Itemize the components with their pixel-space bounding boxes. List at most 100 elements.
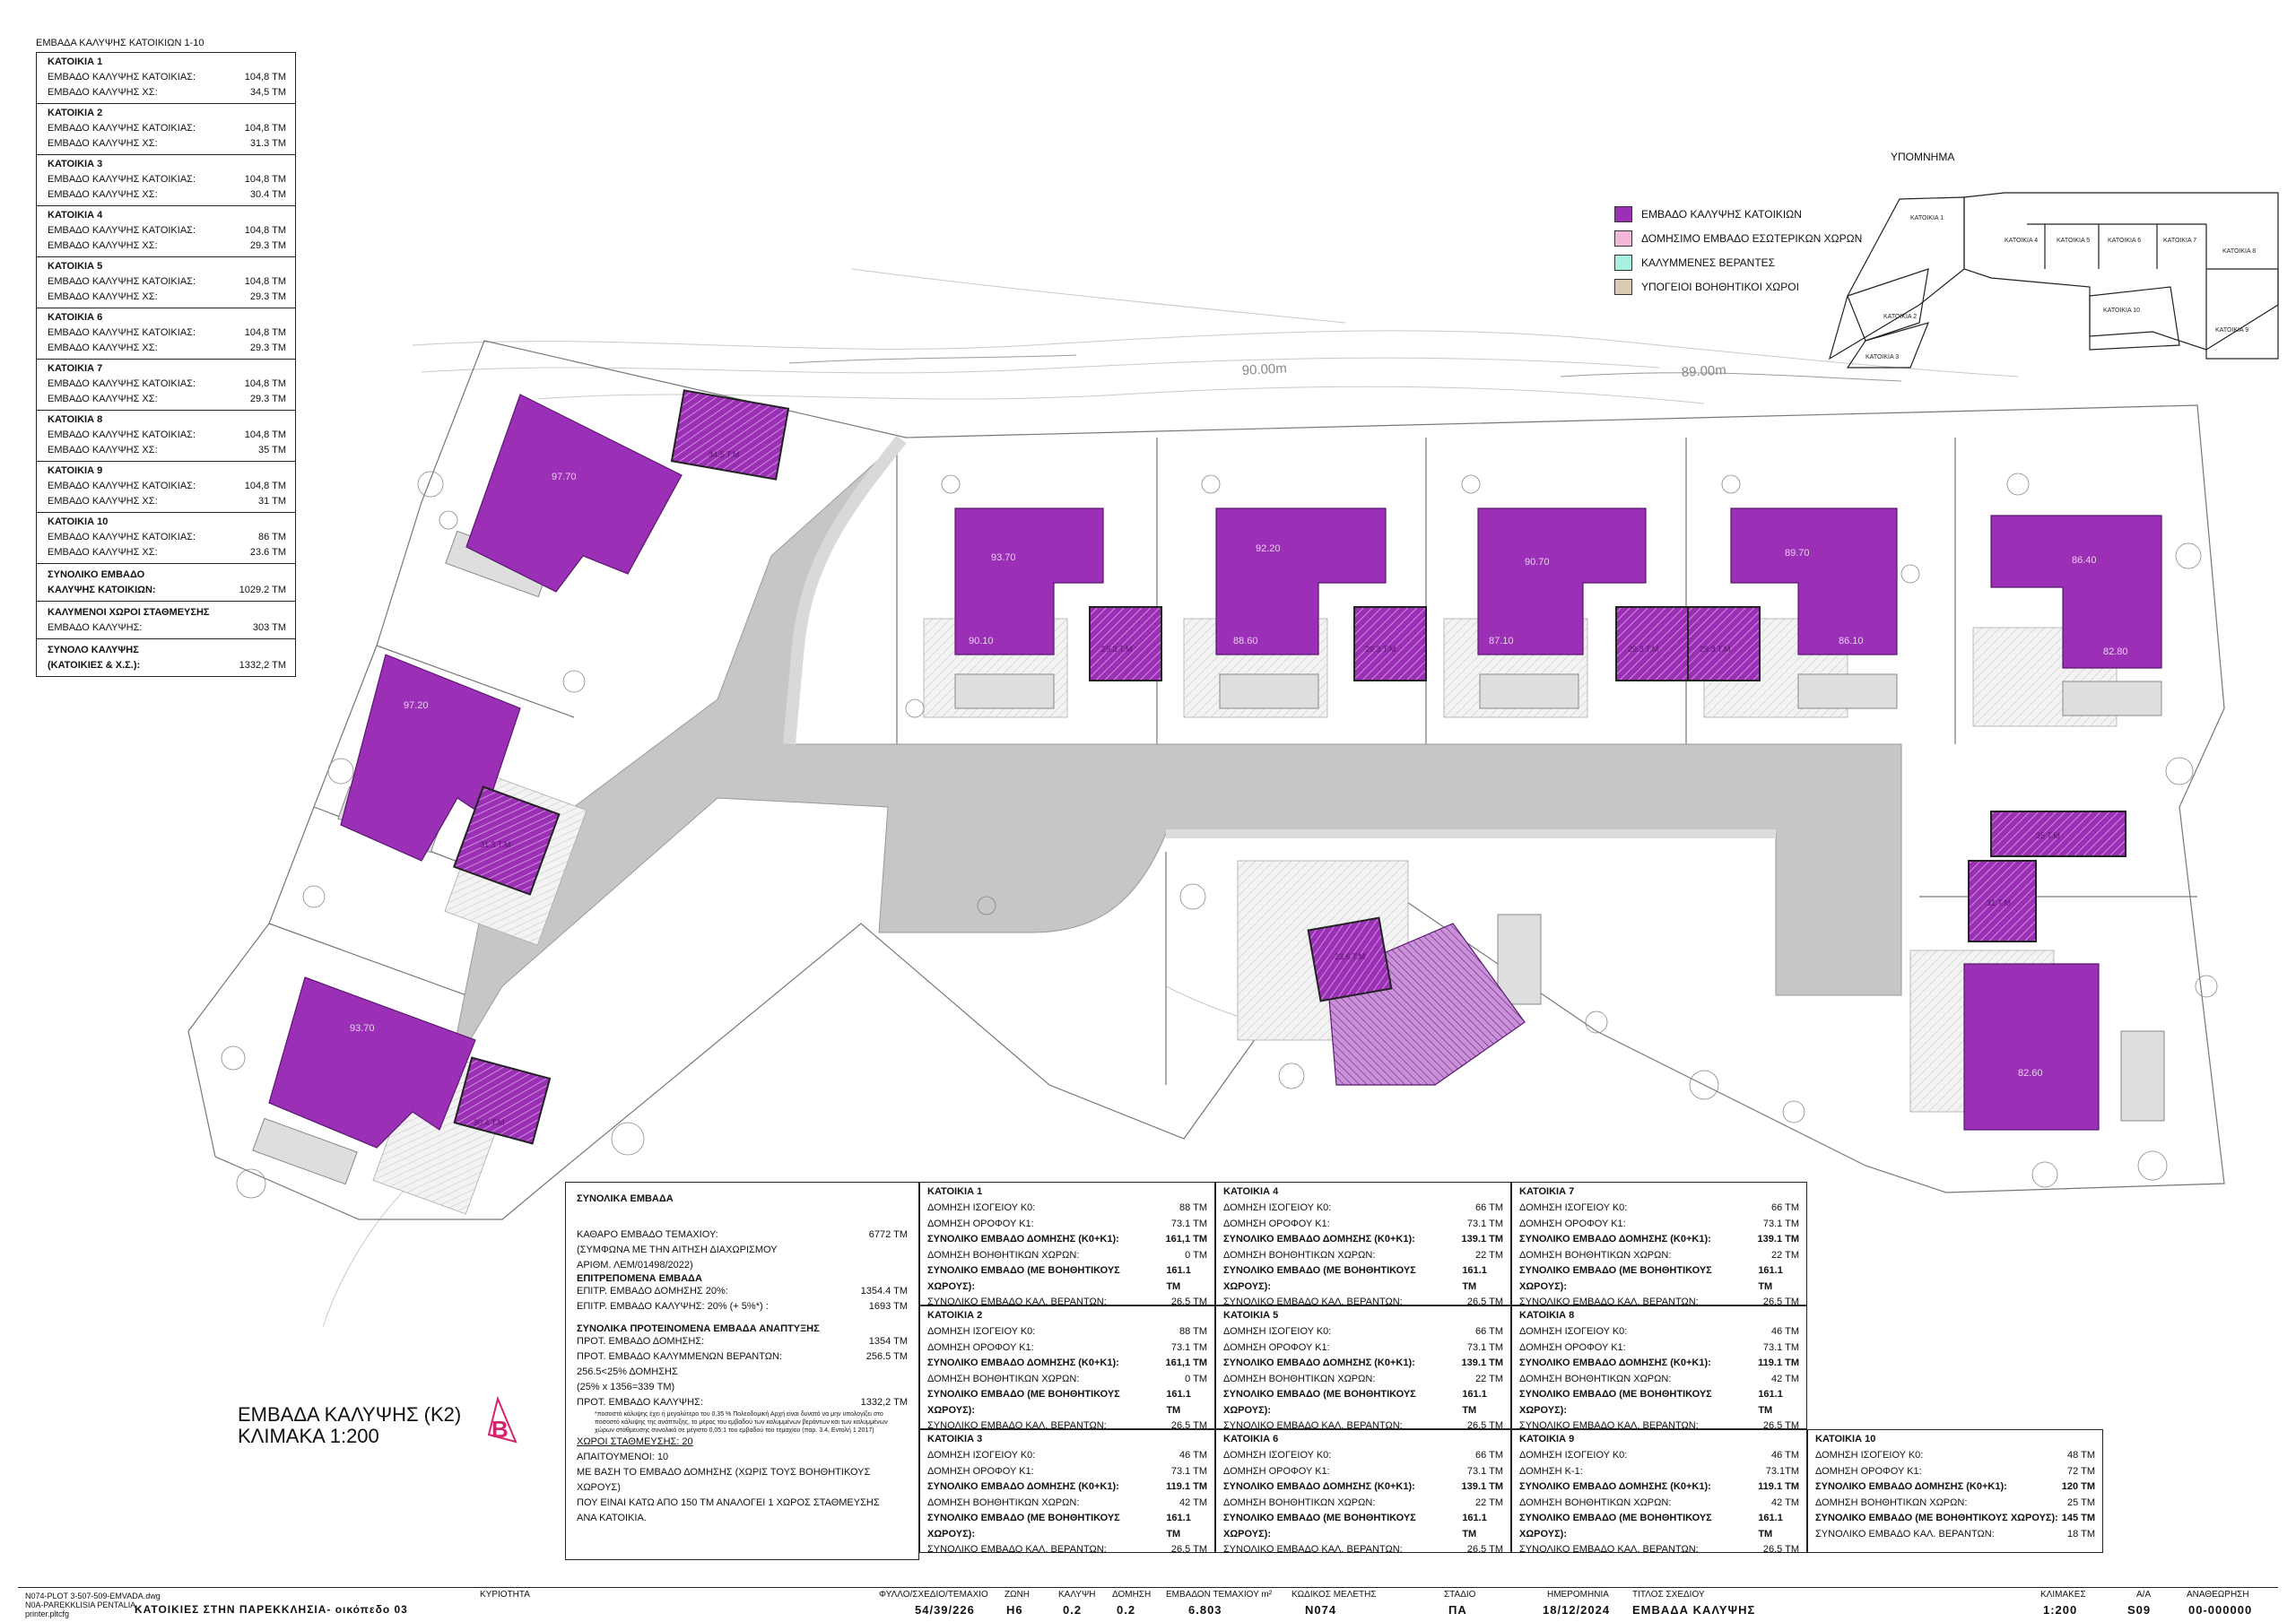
drawing-name: ΕΜΒΑΔΑ ΚΑΛΥΨΗΣ: [1632, 1603, 1756, 1617]
house-table-row: ΔΟΜΗΣΗ ΟΡΟΦΟΥ Κ1:73.1 ΤΜ: [1223, 1465, 1503, 1477]
house-table-row: ΣΥΝΟΛΙΚΟ ΕΜΒΑΔΟ (ΜΕ ΒΟΗΘΗΤΙΚΟΥΣ ΧΩΡΟΥΣ):…: [1223, 1513, 1487, 1540]
house-table: ΚΑΤΟΙΚΙΑ 8 ΔΟΜΗΣΗ ΙΣΟΓΕΙΟΥ Κ0:46 ΤΜ ΔΟΜΗΣΗ…: [1511, 1305, 1807, 1431]
svg-text:23.6 T.M: 23.6 T.M: [1335, 952, 1365, 961]
house-table-row: ΣΥΝΟΛΙΚΟ ΕΜΒΑΔΟ (ΜΕ ΒΟΗΘΗΤΙΚΟΥΣ ΧΩΡΟΥΣ):…: [927, 1389, 1191, 1416]
house-table-row: ΔΟΜΗΣΗ ΟΡΟΦΟΥ Κ1:73.1 ΤΜ: [927, 1341, 1207, 1353]
coverage-block: ΚΑΤΟΙΚΙΑ 10 ΕΜΒΑΔΟ ΚΑΛΥΨΗΣ ΚΑΤΟΙΚΙΑΣ:86 …: [37, 513, 295, 564]
house-table-row: ΔΟΜΗΣΗ ΒΟΗΘΗΤΙΚΩΝ ΧΩΡΩΝ:42 ΤΜ: [1519, 1496, 1799, 1508]
house-table-row: ΣΥΝΟΛΙΚΟ ΕΜΒΑΔΟ ΚΑΛ. ΒΕΡΑΝΤΩΝ:26.5 ΤΜ: [1519, 1544, 1799, 1555]
house-table-title: ΚΑΤΟΙΚΙΑ 9: [1519, 1434, 1575, 1444]
aux-2: [453, 785, 561, 896]
house-table-row: ΣΥΝΟΛΙΚΟ ΕΜΒΑΔΟ ΚΑΛ. ΒΕΡΑΝΤΩΝ:18 ΤΜ: [1815, 1528, 2095, 1540]
svg-text:B: B: [491, 1416, 509, 1443]
house-table-title: ΚΑΤΟΙΚΙΑ 2: [927, 1310, 983, 1321]
house-table-row: ΣΥΝΟΛΙΚΟ ΕΜΒΑΔΟ (ΜΕ ΒΟΗΘΗΤΙΚΟΥΣ ΧΩΡΟΥΣ):…: [1519, 1389, 1783, 1416]
coverage-house-name: ΚΑΤΟΙΚΙΑ 8: [48, 414, 103, 425]
level-label-9: 82.60: [2018, 1068, 2043, 1079]
svg-text:ΚΑΤΟΙΚΙΑ 2: ΚΑΤΟΙΚΙΑ 2: [1883, 314, 1917, 320]
house-table-row: ΔΟΜΗΣΗ Κ-1:73.1ΤΜ: [1519, 1465, 1799, 1477]
aux-7: [1687, 606, 1761, 681]
svg-text:34.5 T.M: 34.5 T.M: [709, 450, 739, 459]
revision: 00-000000: [2188, 1603, 2253, 1617]
house-table-row: ΔΟΜΗΣΗ ΟΡΟΦΟΥ Κ1:73.1 ΤΜ: [1519, 1218, 1799, 1229]
legend-item: ΚΑΛΥΜΜΕΝΕΣ ΒΕΡΑΝΤΕΣ: [1614, 250, 1862, 274]
coverage-parking: ΚΑΛΥΜΕΝΟΙ ΧΩΡΟΙ ΣΤΑΘΜΕΥΣΗΣ ΕΜΒΑΔΟ ΚΑΛΥΨΗ…: [37, 602, 295, 639]
coverage-house-name: ΚΑΤΟΙΚΙΑ 3: [48, 159, 103, 169]
coverage-block: ΚΑΤΟΙΚΙΑ 5 ΕΜΒΑΔΟ ΚΑΛΥΨΗΣ ΚΑΤΟΙΚΙΑΣ:104,…: [37, 257, 295, 308]
house-table-row: ΔΟΜΗΣΗ ΙΣΟΓΕΙΟΥ Κ0:46 ΤΜ: [1519, 1326, 1799, 1337]
sheet-number: 54/39/226: [915, 1603, 975, 1617]
house-1-footprint: [465, 394, 683, 593]
coverage-table: ΕΜΒΑΔΑ ΚΑΛΥΨΗΣ ΚΑΤΟΙΚΙΩΝ 1-10 ΚΑΤΟΙΚΙΑ 1…: [36, 38, 296, 677]
build-ratio: 0.2: [1117, 1603, 1136, 1617]
house-table-title: ΚΑΤΟΙΚΙΑ 7: [1519, 1186, 1575, 1197]
house-table-row: ΣΥΝΟΛΙΚΟ ΕΜΒΑΔΟ (ΜΕ ΒΟΗΘΗΤΙΚΟΥΣ ΧΩΡΟΥΣ):…: [1519, 1513, 1783, 1540]
svg-text:ΚΑΤΟΙΚΙΑ 3: ΚΑΤΟΙΚΙΑ 3: [1866, 354, 1899, 360]
drawing-scale: ΚΛΙΜΑΚΑ 1:200: [238, 1425, 379, 1447]
drawing-scale-title: ΕΜΒΑΔΑ ΚΑΛΥΨΗΣ (Κ2) ΚΛΙΜΑΚΑ 1:200: [238, 1404, 461, 1447]
zone: Η6: [1006, 1603, 1023, 1617]
coverage-house-name: ΚΑΤΟΙΚΙΑ 2: [48, 108, 103, 118]
aux-1: [670, 389, 790, 481]
house-table-row: ΣΥΝΟΛΙΚΟ ΕΜΒΑΔΟ (ΜΕ ΒΟΗΘΗΤΙΚΟΥΣ ΧΩΡΟΥΣ):…: [1223, 1265, 1487, 1292]
house-table-row: ΣΥΝΟΛΙΚΟ ΕΜΒΑΔΟ ΚΑΛ. ΒΕΡΑΝΤΩΝ:26.5 ΤΜ: [927, 1544, 1207, 1555]
house-table-title: ΚΑΤΟΙΚΙΑ 8: [1519, 1310, 1575, 1321]
summary-title: ΣΥΝΟΛΙΚΑ ΕΜΒΑΔΑ: [577, 1193, 674, 1204]
plot-boundary: [187, 340, 2225, 1220]
coverage-house-name: ΚΑΤΟΙΚΙΑ 7: [48, 363, 103, 374]
coverage-table-body: ΚΑΤΟΙΚΙΑ 1 ΕΜΒΑΔΟ ΚΑΛΥΨΗΣ ΚΑΤΟΙΚΙΑΣ:104,…: [36, 52, 296, 677]
contour-label-89: 89.00m: [1681, 362, 1726, 380]
house-table-row: ΔΟΜΗΣΗ ΒΟΗΘΗΤΙΚΩΝ ΧΩΡΩΝ:42 ΤΜ: [927, 1496, 1207, 1508]
level-label-5: 92.20: [1256, 543, 1281, 554]
house-table-row: ΣΥΝΟΛΙΚΟ ΕΜΒΑΔΟ (ΜΕ ΒΟΗΘΗΤΙΚΟΥΣ ΧΩΡΟΥΣ):…: [1815, 1513, 2095, 1523]
house-table-title: ΚΑΤΟΙΚΙΑ 10: [1815, 1434, 1876, 1444]
key-plan-labels: ΚΑΤΟΙΚΙΑ 1 ΚΑΤΟΙΚΙΑ 2 ΚΑΤΟΙΚΙΑ 3 ΚΑΤΟΙΚΙ…: [1866, 215, 2256, 360]
level-label-8: 86.40: [2072, 555, 2097, 566]
svg-text:30.4 T.M: 30.4 T.M: [474, 1118, 504, 1127]
house-table-row: ΔΟΜΗΣΗ ΒΟΗΘΗΤΙΚΩΝ ΧΩΡΩΝ:42 ΤΜ: [1519, 1373, 1799, 1384]
summary-table: ΣΥΝΟΛΙΚΑ ΕΜΒΑΔΑ ΚΑΘΑΡΟ ΕΜΒΑΔΟ ΤΕΜΑΧΙΟΥ:6…: [565, 1182, 919, 1560]
svg-text:ΚΑΤΟΙΚΙΑ 5: ΚΑΤΟΙΚΙΑ 5: [2057, 238, 2090, 244]
coverage-block: ΚΑΤΟΙΚΙΑ 2 ΕΜΒΑΔΟ ΚΑΛΥΨΗΣ ΚΑΤΟΙΚΙΑΣ:104,…: [37, 104, 295, 155]
svg-text:29.3 T.M: 29.3 T.M: [1700, 645, 1730, 654]
house-table-row: ΣΥΝΟΛΙΚΟ ΕΜΒΑΔΟ (ΜΕ ΒΟΗΘΗΤΙΚΟΥΣ ΧΩΡΟΥΣ):…: [1223, 1389, 1487, 1416]
house-4-footprint: [954, 507, 1104, 655]
road-kerb: [783, 435, 907, 745]
legend-swatch: [1614, 254, 1632, 271]
house-table-row: ΔΟΜΗΣΗ ΙΣΟΓΕΙΟΥ Κ0:46 ΤΜ: [927, 1450, 1207, 1461]
scale: 1:200: [2043, 1603, 2078, 1617]
level-label-6b: 87.10: [1489, 636, 1514, 646]
house-table-row: ΣΥΝΟΛΙΚΟ ΕΜΒΑΔΟ ΔΟΜΗΣΗΣ (Κ0+Κ1):119.1 ΤΜ: [1519, 1481, 1799, 1492]
level-label-5b: 88.60: [1233, 636, 1258, 646]
house-table-row: ΣΥΝΟΛΙΚΟ ΕΜΒΑΔΟ ΚΑΛ. ΒΕΡΑΝΤΩΝ:26.5 ΤΜ: [927, 1420, 1207, 1431]
coverage-block: ΚΑΤΟΙΚΙΑ 8 ΕΜΒΑΔΟ ΚΑΛΥΨΗΣ ΚΑΤΟΙΚΙΑΣ:104,…: [37, 411, 295, 462]
coverage-house-name: ΚΑΤΟΙΚΙΑ 4: [48, 210, 103, 221]
house-table-row: ΔΟΜΗΣΗ ΟΡΟΦΟΥ Κ1:72 ΤΜ: [1815, 1465, 2095, 1477]
house-table-row: ΣΥΝΟΛΙΚΟ ΕΜΒΑΔΟ ΔΟΜΗΣΗΣ (Κ0+Κ1):119.1 ΤΜ: [927, 1481, 1207, 1492]
svg-text:29.3 T.M: 29.3 T.M: [1365, 645, 1396, 654]
house-table-row: ΣΥΝΟΛΙΚΟ ΕΜΒΑΔΟ ΔΟΜΗΣΗΣ (Κ0+Κ1):161,1 ΤΜ: [927, 1357, 1207, 1368]
house-table-row: ΣΥΝΟΛΙΚΟ ΕΜΒΑΔΟ ΚΑΛ. ΒΕΡΑΝΤΩΝ:26.5 ΤΜ: [927, 1297, 1207, 1307]
house-table-row: ΣΥΝΟΛΙΚΟ ΕΜΒΑΔΟ ΔΟΜΗΣΗΣ (Κ0+Κ1):139.1 ΤΜ: [1519, 1234, 1799, 1245]
coverage-house-name: ΚΑΤΟΙΚΙΑ 9: [48, 465, 103, 476]
house-table-row: ΔΟΜΗΣΗ ΙΣΟΓΕΙΟΥ Κ0:88 ΤΜ: [927, 1202, 1207, 1213]
house-table-title: ΚΑΤΟΙΚΙΑ 3: [927, 1434, 983, 1444]
house-table-row: ΣΥΝΟΛΙΚΟ ΕΜΒΑΔΟ ΚΑΛ. ΒΕΡΑΝΤΩΝ:26.5 ΤΜ: [1223, 1544, 1503, 1555]
architect-logo-icon: B: [487, 1395, 517, 1444]
coverage-total: ΣΥΝΟΛΙΚΟ ΕΜΒΑΔΟ ΚΑΛΥΨΗΣ ΚΑΤΟΙΚΙΩΝ:1029.2…: [37, 564, 295, 602]
level-label-7: 89.70: [1785, 548, 1810, 559]
file-name: N074-PLOT 3-507-509-EMVADA.dwg: [25, 1592, 161, 1600]
coverage-block: ΚΑΤΟΙΚΙΑ 4 ΕΜΒΑΔΟ ΚΑΛΥΨΗΣ ΚΑΤΟΙΚΙΑΣ:104,…: [37, 206, 295, 257]
aux-spaces: [453, 389, 2126, 1145]
house-table-row: ΔΟΜΗΣΗ ΒΟΗΘΗΤΙΚΩΝ ΧΩΡΩΝ:22 ΤΜ: [1519, 1249, 1799, 1261]
level-label-1: 97.70: [552, 472, 577, 482]
level-label-2: 97.20: [404, 700, 429, 711]
house-table-row: ΣΥΝΟΛΙΚΟ ΕΜΒΑΔΟ ΔΟΜΗΣΗΣ (Κ0+Κ1):139.1 ΤΜ: [1223, 1357, 1503, 1368]
aux-3: [453, 1056, 552, 1145]
aux-9: [1968, 860, 2037, 942]
